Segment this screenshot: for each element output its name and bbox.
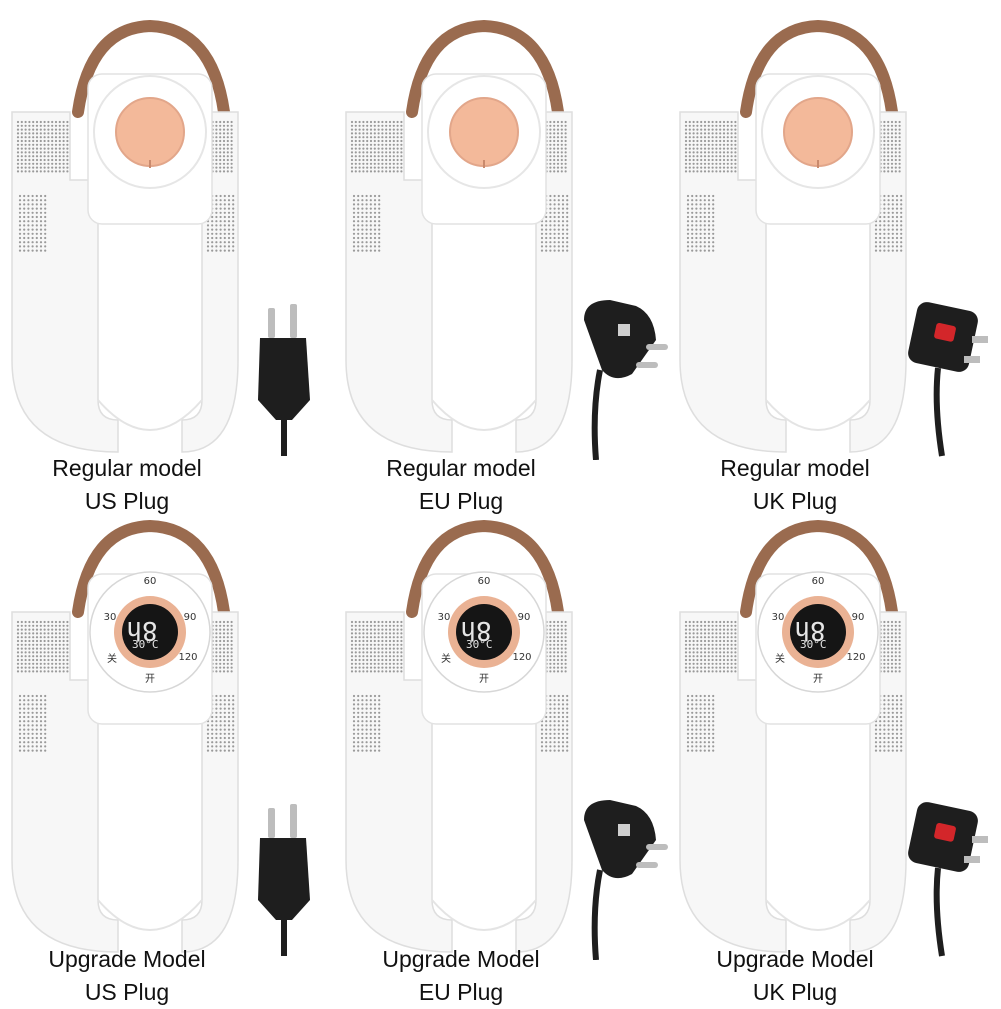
dial-mark: 30: [772, 612, 785, 623]
dial-mark: 开: [145, 674, 155, 685]
knob-icon: [783, 97, 853, 167]
plug-label: US Plug: [84, 979, 170, 1005]
variant-caption: Upgrade Model EU Plug: [334, 943, 588, 1009]
variant-regular-us: Regular model US Plug: [0, 0, 334, 514]
variant-caption: Upgrade Model UK Plug: [668, 943, 922, 1009]
display-temp: 30°C: [466, 638, 493, 651]
dial-mark: 90: [852, 612, 865, 623]
variant-caption: Upgrade Model US Plug: [0, 943, 254, 1009]
leather-strap: [72, 519, 230, 618]
uk-plug-icon: [908, 802, 988, 957]
knob-icon: [449, 97, 519, 167]
leather-strap: [406, 519, 564, 618]
dial-mark: 90: [184, 612, 197, 623]
us-plug-icon: [258, 804, 310, 956]
variant-caption: Regular model UK Plug: [668, 452, 922, 518]
display-hours: 8h: [460, 615, 491, 645]
dial-mark: 开: [813, 674, 823, 685]
leather-strap: [72, 19, 230, 118]
uk-plug-icon: [908, 302, 988, 457]
dial-mark: 90: [518, 612, 531, 623]
dial-mark: 关: [441, 652, 451, 665]
variant-caption: Regular model US Plug: [0, 452, 254, 518]
model-label: Regular model: [720, 455, 870, 481]
leather-strap: [740, 519, 898, 618]
dial-mark: 120: [512, 652, 531, 663]
dial-mark: 关: [775, 652, 785, 665]
leather-strap: [740, 19, 898, 118]
dryer-illustration: [345, 19, 668, 460]
dial-mark: 开: [479, 674, 489, 685]
dial-mark: 120: [178, 652, 197, 663]
dial-mark: 30: [104, 612, 117, 623]
eu-plug-icon: [584, 300, 668, 460]
variant-regular-uk: Regular model UK Plug: [668, 0, 1001, 514]
display-hours: 8h: [794, 615, 825, 645]
model-label: Regular model: [52, 455, 202, 481]
dial-mark: 30: [438, 612, 451, 623]
dial-mark: 60: [812, 576, 825, 587]
plug-label: UK Plug: [752, 979, 838, 1005]
model-label: Upgrade Model: [48, 946, 206, 972]
display-temp: 30°C: [132, 638, 159, 651]
led-display: [790, 604, 846, 660]
eu-plug-icon: [584, 800, 668, 960]
dryer-illustration: [679, 19, 988, 457]
dial-mark: 关: [107, 652, 117, 665]
knob-icon: [115, 97, 185, 167]
plug-label: US Plug: [84, 488, 170, 514]
led-display: [456, 604, 512, 660]
plug-label: UK Plug: [752, 488, 838, 514]
dryer-body: [345, 19, 573, 453]
plug-label: EU Plug: [418, 488, 504, 514]
model-label: Upgrade Model: [382, 946, 540, 972]
us-plug-icon: [258, 304, 310, 456]
dryer-body: [11, 19, 239, 453]
display-hours: 8h: [126, 615, 157, 645]
dial-mark: 60: [144, 576, 157, 587]
display-temp: 30°C: [800, 638, 827, 651]
dryer-illustration: [11, 19, 310, 456]
leather-strap: [406, 19, 564, 118]
model-label: Regular model: [386, 455, 536, 481]
variant-regular-eu: Regular model EU Plug: [334, 0, 668, 514]
dial-mark: 60: [478, 576, 491, 587]
led-display: [122, 604, 178, 660]
plug-label: EU Plug: [418, 979, 504, 1005]
dial-mark: 120: [846, 652, 865, 663]
dryer-body: [679, 19, 907, 453]
variant-caption: Regular model EU Plug: [334, 452, 588, 518]
model-label: Upgrade Model: [716, 946, 874, 972]
